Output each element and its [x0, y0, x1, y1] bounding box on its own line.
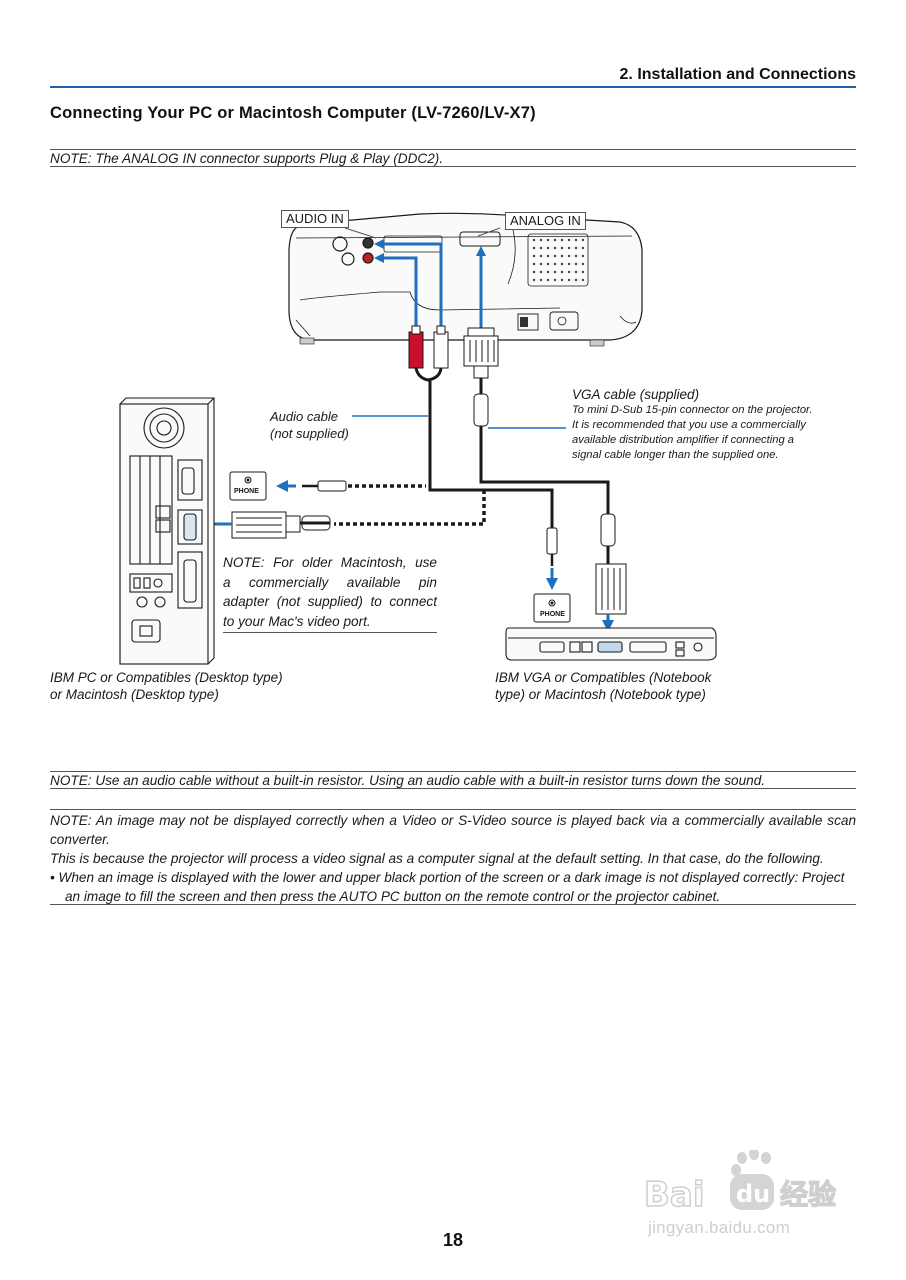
- leader-lines: [352, 415, 566, 429]
- watermark-url: jingyan.baidu.com: [648, 1218, 791, 1237]
- note-scan-line1: NOTE: An image may not be displayed corr…: [50, 813, 856, 847]
- desktop-pc-illustration: [119, 397, 215, 665]
- svg-text:du: du: [736, 1180, 770, 1208]
- audio-cable-top: [414, 367, 443, 382]
- desktop-caption-line2: or Macintosh (Desktop type): [50, 687, 219, 702]
- dotted-cables: [334, 484, 486, 526]
- minijack-desktop: [302, 480, 347, 492]
- baidu-watermark-logo: Bai du 经验: [643, 1150, 837, 1216]
- note-scan-converter: NOTE: An image may not be displayed corr…: [50, 809, 856, 905]
- notebook-illustration: [505, 627, 717, 661]
- mac-adapter-note: NOTE: For older Macintosh, use a commerc…: [223, 553, 437, 633]
- vga-plug-desktop: [231, 511, 301, 539]
- note-audio-cable: NOTE: Use an audio cable without a built…: [50, 771, 856, 789]
- projector-arrows: [378, 242, 483, 330]
- phone-jack-desktop: [229, 471, 267, 501]
- audio-in-label: AUDIO IN: [281, 210, 349, 228]
- page-number: 18: [442, 1230, 464, 1250]
- svg-text:经验: 经验: [780, 1178, 836, 1211]
- desktop-caption-line1: IBM PC or Compatibles (Desktop type): [50, 670, 283, 685]
- vga-plug-projector: [463, 327, 499, 379]
- page-title: Connecting Your PC or Macintosh Computer…: [50, 104, 536, 122]
- projector-arrowheads: [374, 239, 486, 263]
- mac-note-line4: to your Mac's video port.: [223, 613, 371, 629]
- notebook-caption-line2: type) or Macintosh (Notebook type): [495, 687, 706, 702]
- section-header: 2. Installation and Connections: [619, 66, 856, 83]
- phone-label-notebook: PHONE: [540, 611, 565, 618]
- mac-note-line1: NOTE: For older Macintosh, use: [223, 555, 437, 570]
- cables: [428, 378, 610, 528]
- projector-illustration: [288, 212, 643, 347]
- vga-cable-desc2: It is recommended that you use a commerc…: [572, 419, 806, 431]
- rca-plugs: [408, 325, 449, 369]
- audio-cable-line2: (not supplied): [270, 426, 349, 441]
- minijack-notebook: [546, 527, 558, 566]
- vga-cable-title: VGA cable (supplied): [572, 387, 700, 402]
- vga-cable-desc3: available distribution amplifier if conn…: [572, 434, 795, 446]
- note-scan-bullet: • When an image is displayed with the lo…: [50, 870, 845, 904]
- vga-plug-notebook: [595, 563, 627, 615]
- phone-label-desktop: PHONE: [234, 488, 259, 495]
- desktop-caption: IBM PC or Compatibles (Desktop type) or …: [50, 669, 283, 703]
- vga-cable-desc1: To mini D-Sub 15-pin connector on the pr…: [572, 404, 813, 416]
- audio-cable-line1: Audio cable: [270, 409, 338, 424]
- note-scan-line2: This is because the projector will proce…: [50, 851, 824, 866]
- header-rule: [50, 86, 856, 88]
- vga-cable-desc4: signal cable longer than the supplied on…: [572, 449, 779, 461]
- audio-cable-caption: Audio cable (not supplied): [270, 408, 349, 442]
- svg-text:Bai: Bai: [644, 1175, 705, 1215]
- vga-cable-caption: VGA cable (supplied) To mini D-Sub 15-pi…: [572, 386, 812, 463]
- mac-note-line3: adapter (not supplied) to connect: [223, 594, 437, 609]
- mac-note-line2: a commercially available pin: [223, 574, 437, 590]
- note-ddc: NOTE: The ANALOG IN connector supports P…: [50, 149, 856, 167]
- projector-vents: [532, 238, 585, 282]
- ferrites: [301, 393, 616, 547]
- analog-in-label: ANALOG IN: [505, 212, 586, 230]
- notebook-caption-line1: IBM VGA or Compatibles (Notebook: [495, 670, 712, 685]
- phone-jack-notebook: [533, 593, 571, 623]
- notebook-caption: IBM VGA or Compatibles (Notebook type) o…: [495, 669, 711, 703]
